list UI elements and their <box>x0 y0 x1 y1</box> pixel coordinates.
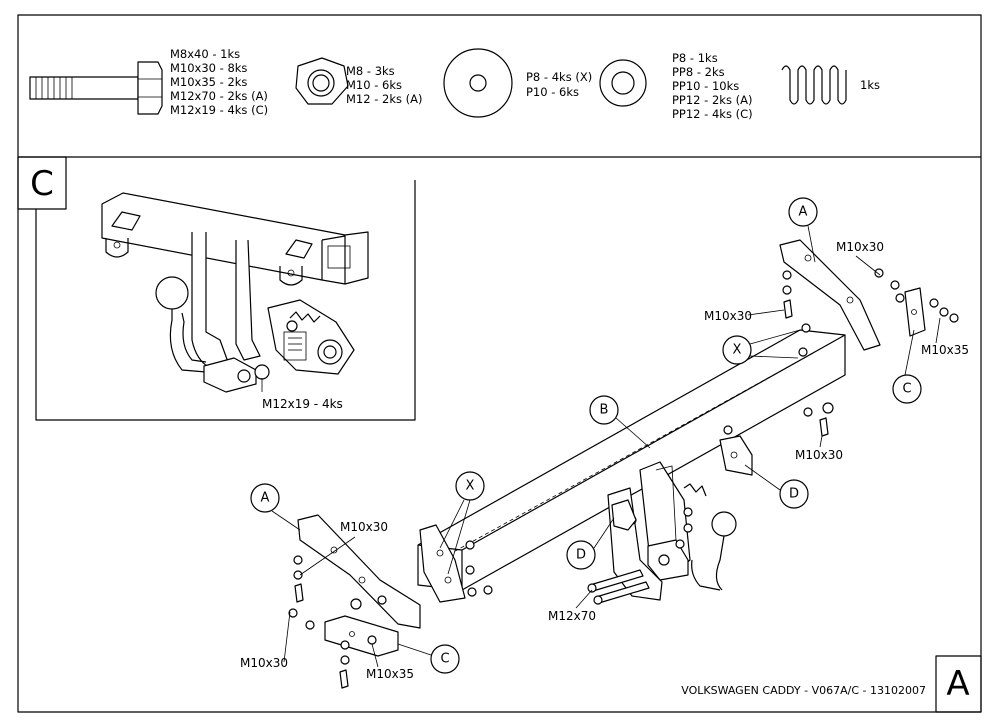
detail-letter-box <box>17 156 67 210</box>
label-m12x70: M12x70 <box>548 609 596 623</box>
nut-list-line-1: M8 - 3ks <box>346 64 395 78</box>
callout-a-left-letter: A <box>261 491 270 506</box>
leader-m10x30-under-right <box>819 435 823 448</box>
small-washer-line-2: PP8 - 2ks <box>672 65 725 79</box>
small-washer-line-4: PP12 - 2ks (A) <box>672 93 752 107</box>
callout-b: B <box>589 395 651 449</box>
small-washer-line-3: PP10 - 10ks <box>672 79 739 93</box>
detail-hitch-drawing <box>101 192 369 393</box>
bracket-d-right <box>719 425 753 476</box>
right-bracket-a <box>779 239 881 351</box>
spring-count: 1ks <box>860 78 880 92</box>
bolt-list-line-3: M10x35 - 2ks <box>170 75 247 89</box>
bolt-icon <box>29 61 163 115</box>
label-m10x35-left: M10x35 <box>366 667 414 681</box>
callout-a-right: A <box>788 197 818 263</box>
bolt-list-line-5: M12x19 - 4ks (C) <box>170 103 268 117</box>
large-washer-line-2: P10 - 6ks <box>526 85 579 99</box>
label-m10x30-left-top: M10x30 <box>340 520 388 534</box>
left-plate-c <box>324 615 399 657</box>
leader-m10x30-left-bottom <box>283 611 291 663</box>
small-washer-line-5: PP12 - 4ks (C) <box>672 107 753 121</box>
callout-a-right-letter: A <box>799 205 808 220</box>
callout-c-left: C <box>397 643 460 674</box>
leader-m10x30-left-top <box>299 536 356 576</box>
callout-d-right-letter: D <box>789 487 799 502</box>
callout-c-right: C <box>892 329 922 404</box>
leader-m12x70 <box>575 589 593 609</box>
leader-m10x35-left <box>371 643 379 668</box>
sheet-letter-box <box>935 655 982 713</box>
left-fasteners <box>288 555 387 689</box>
label-m10x30-top-right: M10x30 <box>836 240 884 254</box>
label-m10x35-right: M10x35 <box>921 343 969 357</box>
callout-d-left-letter: D <box>576 548 586 563</box>
callout-b-letter: B <box>600 403 609 418</box>
large-washer-line-1: P8 - 4ks (X) <box>526 70 592 84</box>
callout-x-lower-letter: X <box>466 479 475 494</box>
leader-m10x30-mid-right <box>747 309 785 316</box>
detail-bolt-label: M12x19 - 4ks <box>262 397 343 411</box>
small-washer-line-1: P8 - 1ks <box>672 51 718 65</box>
callout-x-upper-letter: X <box>733 343 742 358</box>
callout-x-lower: X <box>439 471 485 575</box>
callout-d-right: D <box>744 464 809 509</box>
callout-c-left-letter: C <box>440 652 449 667</box>
spring-icon <box>781 65 847 105</box>
label-m10x30-under-right: M10x30 <box>795 448 843 462</box>
bolt-list-line-1: M8x40 - 1ks <box>170 47 240 61</box>
detail-frame <box>35 180 416 421</box>
nut-list-line-3: M12 - 2ks (A) <box>346 92 422 106</box>
leader-m10x30-top-right <box>855 255 881 276</box>
large-washer-icon <box>443 48 513 118</box>
title-block-text: VOLKSWAGEN CADDY - V067A/C - 13102007 <box>681 684 926 697</box>
callout-c-right-letter: C <box>902 382 911 397</box>
small-washer-icon <box>599 59 647 107</box>
bolt-list-line-4: M12x70 - 2ks (A) <box>170 89 268 103</box>
right-plate-c <box>904 287 926 337</box>
label-m10x30-left-bottom: M10x30 <box>240 656 288 670</box>
outer-frame <box>17 14 982 713</box>
callout-a-left: A <box>250 483 301 531</box>
nut-list-line-2: M10 - 6ks <box>346 78 402 92</box>
label-m10x30-mid-right: M10x30 <box>704 309 752 323</box>
bolt-list-line-2: M10x30 - 8ks <box>170 61 247 75</box>
m12x70-bolts <box>587 569 650 605</box>
bracket-d-left <box>611 499 637 531</box>
callout-d-left: D <box>566 517 615 570</box>
leader-m10x35-right <box>935 317 941 344</box>
left-x-bracket <box>419 524 493 603</box>
detail-letter: C <box>30 164 54 204</box>
sheet-letter: A <box>946 664 969 704</box>
left-bracket-a <box>297 514 421 629</box>
hex-nut-icon <box>295 57 349 105</box>
callout-x-upper: X <box>722 329 801 365</box>
right-fasteners <box>782 268 959 437</box>
